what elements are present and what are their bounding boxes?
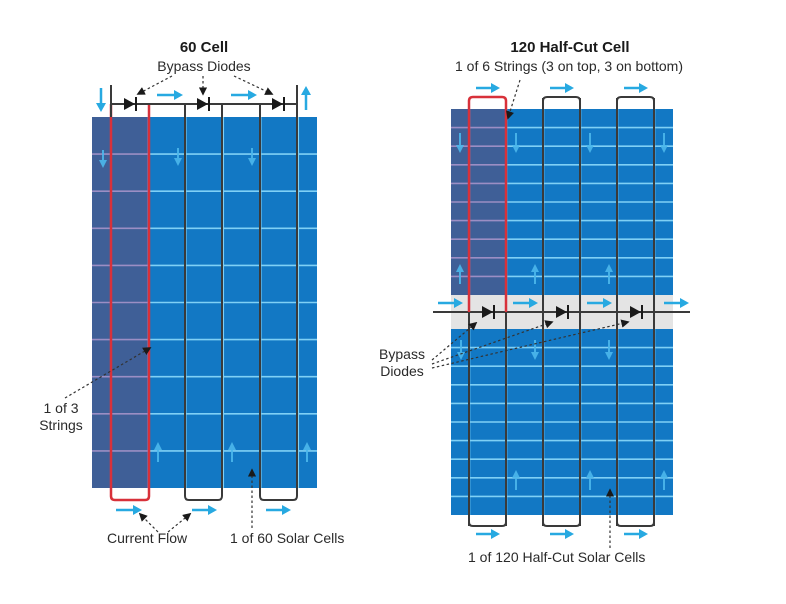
panel-120-string-wires [433, 96, 690, 527]
title-120-half-cut: 120 Half-Cut Cell [510, 39, 630, 56]
panel-60-bus-wire [110, 85, 298, 117]
panel-120-half-cut [431, 79, 690, 548]
label-bypass: Bypass [379, 346, 425, 362]
bypass-diode-icon [482, 305, 495, 319]
current-flow-arrows [96, 86, 311, 515]
label-strings: Strings [39, 417, 83, 433]
label-1-of-6-strings: 1 of 6 Strings (3 on top, 3 on bottom) [454, 58, 684, 74]
bypass-diode-icon [556, 305, 569, 319]
bypass-diode-icon [124, 97, 137, 111]
current-flow-arrows [438, 83, 689, 539]
bypass-diode-icon [272, 97, 285, 111]
bypass-diode-icon [630, 305, 643, 319]
panel-60-string-wires [184, 104, 298, 501]
annotation-pointers [64, 75, 274, 533]
cell-flow-arrows [99, 148, 311, 462]
annotation-pointers [431, 79, 630, 548]
bypass-diode-icon [197, 97, 210, 111]
label-current-flow: Current Flow [107, 530, 188, 546]
label-1-of-60-cells: 1 of 60 Solar Cells [230, 530, 345, 546]
panel-120-highlighted-string [467, 95, 508, 312]
panel-60-highlighted-string [109, 104, 151, 502]
title-60-cell: 60 Cell [179, 39, 229, 56]
label-1-of-120-cells: 1 of 120 Half-Cut Solar Cells [468, 549, 646, 565]
cell-flow-arrows [456, 133, 668, 490]
label-bypass-diodes-60: Bypass Diodes [157, 58, 251, 74]
label-1-of-3: 1 of 3 [43, 400, 79, 416]
label-diodes: Diodes [380, 363, 424, 379]
panel-60-cell [64, 75, 317, 533]
